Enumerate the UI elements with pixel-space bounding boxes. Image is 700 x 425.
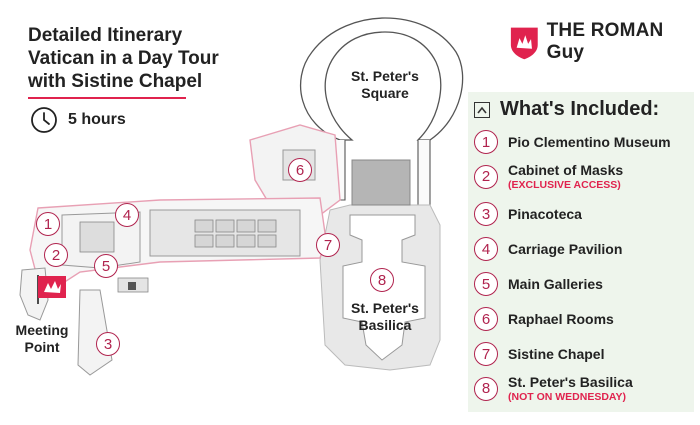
title-line-1: Detailed Itinerary xyxy=(28,25,183,46)
map-pin-7[interactable]: 7 xyxy=(316,233,340,257)
title-line-2: Vatican in a Day Tour xyxy=(28,48,219,69)
item-number: 3 xyxy=(474,202,498,226)
list-item-1[interactable]: 1 Pio Clementino Museum xyxy=(474,130,671,154)
list-item-7[interactable]: 7 Sistine Chapel xyxy=(474,342,604,366)
list-item-5[interactable]: 5 Main Galleries xyxy=(474,272,603,296)
duration-text: 5 hours xyxy=(68,111,126,128)
item-number: 2 xyxy=(474,164,498,189)
brand-name: THE ROMAN Guy xyxy=(546,20,664,63)
item-number: 5 xyxy=(474,272,498,296)
title-line-3: with Sistine Chapel xyxy=(28,71,203,92)
map-pin-2[interactable]: 2 xyxy=(44,243,68,267)
square-label: St. Peter's Square xyxy=(330,68,440,102)
map-pin-3[interactable]: 3 xyxy=(96,332,120,356)
item-note: (EXCLUSIVE ACCESS) xyxy=(508,179,621,191)
included-heading: What's Included: xyxy=(500,98,660,120)
square-label-line-2: Square xyxy=(361,85,409,101)
map-pin-5[interactable]: 5 xyxy=(94,254,118,278)
courtyard-garden xyxy=(149,209,301,257)
item-label: Main Galleries xyxy=(508,276,603,292)
map-pin-1[interactable]: 1 xyxy=(36,212,60,236)
garden-beds xyxy=(194,219,277,248)
square-label-line-1: St. Peter's xyxy=(351,68,419,84)
tour-duration: 5 hours xyxy=(30,106,126,134)
basilica-label-line-2: Basilica xyxy=(358,317,412,333)
map-pin-6[interactable]: 6 xyxy=(288,158,312,182)
list-item-8[interactable]: 8 St. Peter's Basilica (NOT ON WEDNESDAY… xyxy=(474,374,633,403)
basilica-label-line-1: St. Peter's xyxy=(351,300,419,316)
list-item-4[interactable]: 4 Carriage Pavilion xyxy=(474,237,622,261)
item-label: Carriage Pavilion xyxy=(508,241,623,257)
item-number: 4 xyxy=(474,237,498,261)
item-label: Raphael Rooms xyxy=(508,311,614,327)
meeting-label-line-1: Meeting xyxy=(15,322,69,338)
meeting-point-flag-icon xyxy=(37,275,66,304)
item-label: Sistine Chapel xyxy=(508,346,605,362)
item-number: 1 xyxy=(474,130,498,154)
item-label: Pinacoteca xyxy=(508,206,582,222)
itinerary-title: Detailed Itinerary Vatican in a Day Tour… xyxy=(28,24,268,93)
included-header[interactable]: What's Included: xyxy=(474,98,659,121)
list-item-2[interactable]: 2 Cabinet of Masks (EXCLUSIVE ACCESS) xyxy=(474,162,623,191)
list-item-3[interactable]: 3 Pinacoteca xyxy=(474,202,582,226)
basilica-facade xyxy=(351,159,411,206)
item-note: (NOT ON WEDNESDAY) xyxy=(508,391,627,403)
west-courtyard xyxy=(79,221,115,253)
map-pin-8[interactable]: 8 xyxy=(370,268,394,292)
st-peters-square xyxy=(299,17,464,141)
basilica-label: St. Peter's Basilica xyxy=(330,300,440,334)
meeting-label-line-2: Point xyxy=(24,339,60,355)
item-label: St. Peter's Basilica xyxy=(508,374,633,390)
item-number: 7 xyxy=(474,342,498,366)
item-label: Cabinet of Masks xyxy=(508,162,624,178)
meeting-point-label: Meeting Point xyxy=(2,322,82,356)
item-number: 8 xyxy=(474,376,498,401)
shield-icon xyxy=(510,27,538,60)
whats-included-panel: What's Included: 1 Pio Clementino Museum… xyxy=(468,92,694,412)
map-pin-4[interactable]: 4 xyxy=(115,203,139,227)
collapse-caret-icon[interactable] xyxy=(474,101,490,118)
brand-logo[interactable]: THE ROMAN Guy xyxy=(508,20,700,64)
small-building xyxy=(128,282,136,290)
title-underline xyxy=(28,97,186,99)
item-label: Pio Clementino Museum xyxy=(508,134,671,150)
list-item-6[interactable]: 6 Raphael Rooms xyxy=(474,307,614,331)
clock-icon xyxy=(31,107,57,133)
item-number: 6 xyxy=(474,307,498,331)
